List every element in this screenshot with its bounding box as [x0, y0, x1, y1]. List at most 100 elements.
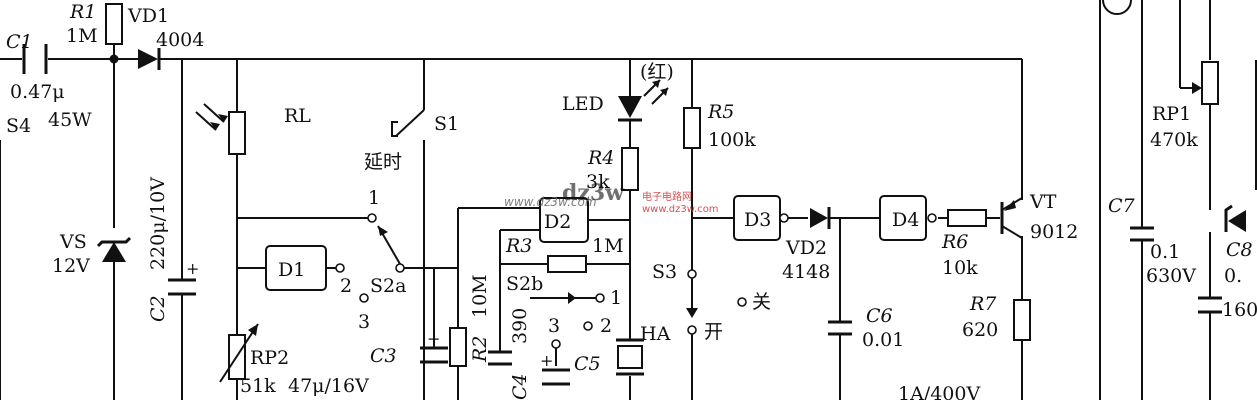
label-vt-value: 9012 — [1030, 221, 1078, 243]
label-c1-value: 0.47μ — [10, 81, 65, 103]
label-r1-value: 1M — [66, 25, 98, 47]
label-c7-value1: 0.1 — [1150, 241, 1180, 263]
switch-s1 — [391, 109, 425, 137]
label-s2b-3: 3 — [548, 315, 560, 337]
label-s2b-2: 2 — [600, 315, 612, 337]
label-d3: D3 — [744, 209, 771, 231]
watermark-site: www.dz3w.com — [504, 195, 597, 209]
label-s3: S3 — [652, 261, 677, 283]
label-r6: R6 — [941, 231, 968, 253]
label-r1: R1 — [69, 1, 96, 23]
label-s4-value: 45W — [48, 109, 92, 131]
label-s2a-3: 3 — [358, 311, 370, 333]
capacitor-c2: + — [168, 259, 199, 296]
label-s2b-1: 1 — [610, 287, 622, 309]
watermark-logo: dz3w — [562, 180, 625, 206]
label-c8: C8 — [1226, 239, 1253, 261]
svg-text:R1: R1 — [69, 1, 96, 23]
label-r2: R2 — [469, 336, 491, 363]
label-ha: HA — [640, 323, 671, 345]
label-r5-value: 100k — [708, 129, 756, 151]
label-s2a-1: 1 — [368, 187, 380, 209]
label-r6-value: 10k — [942, 257, 978, 279]
label-s2a: S2a — [370, 275, 406, 297]
label-r4-value: 3k — [586, 171, 610, 193]
label-c2-value: 220μ/10V — [147, 177, 169, 270]
label-c7-value2: 630V — [1146, 265, 1196, 287]
resistor-r2 — [449, 327, 467, 367]
meter-symbol — [1102, 0, 1132, 15]
capacitor-c5: + — [540, 351, 570, 386]
label-d1: D1 — [278, 259, 305, 281]
capacitor-c3: + — [420, 329, 448, 364]
label-c8-value1: 0. — [1224, 265, 1242, 287]
label-d4: D4 — [892, 209, 919, 231]
label-c6-value: 0.01 — [862, 329, 904, 351]
label-vs: VS — [59, 231, 87, 253]
label-vt: VT — [1029, 191, 1057, 213]
label-vs-value: 12V — [52, 255, 90, 277]
component-labels: R1 1M VD1 4004 C1 0.47μ S4 45W VS 12V 22… — [6, 1, 1257, 405]
label-d2: D2 — [544, 211, 571, 233]
label-on: 开 — [704, 321, 723, 343]
label-vd2-value: 4148 — [782, 261, 830, 283]
capacitor-c1 — [22, 44, 48, 74]
diode-vd1 — [138, 48, 161, 70]
resistor-r1 — [105, 3, 123, 45]
label-rp1: RP1 — [1152, 103, 1191, 125]
label-c6: C6 — [866, 305, 893, 327]
label-rp2: RP2 — [250, 347, 289, 369]
label-r2-value: 10M — [469, 274, 491, 318]
zener-vs — [96, 236, 132, 262]
photoresistor-rl — [195, 103, 246, 155]
label-vd1: VD1 — [127, 5, 169, 27]
label-rp1-value: 470k — [1150, 129, 1198, 151]
watermark-brand: 电子电路网 — [642, 190, 692, 203]
resistor-r7 — [1013, 299, 1031, 341]
label-r3: R3 — [505, 235, 532, 257]
capacitor-c6 — [828, 320, 852, 336]
label-s4: S4 — [6, 115, 31, 137]
label-vd2: VD2 — [785, 237, 827, 259]
svg-text:+: + — [427, 329, 440, 348]
switch-s2a — [359, 213, 405, 303]
diode-c8-area — [1198, 204, 1246, 314]
label-c3: C3 — [370, 345, 397, 367]
capacitor-c4 — [488, 350, 512, 366]
diode-vd2 — [810, 207, 831, 229]
resistor-r6 — [947, 209, 987, 227]
gate-d2 — [539, 197, 589, 243]
label-bottom-value: 1A/400V — [898, 383, 980, 400]
label-rl: RL — [284, 105, 311, 127]
label-c1: C1 — [6, 31, 33, 53]
resistor-r5 — [683, 107, 701, 149]
resistor-r3 — [547, 255, 587, 273]
label-c8-value2: 160 — [1222, 299, 1257, 321]
label-off: 关 — [752, 291, 771, 313]
gate-d3 — [733, 195, 789, 241]
watermark: www.dz3w.com dz3w 电子电路网 www.dz3w.com — [504, 180, 719, 215]
label-red: (红) — [640, 61, 674, 83]
label-c4-value: 390 — [509, 308, 531, 344]
label-c2: C2 — [147, 295, 169, 322]
label-s2b: S2b — [506, 273, 543, 295]
label-c7: C7 — [1108, 195, 1136, 217]
transistor-vt — [1000, 197, 1023, 239]
svg-text:+: + — [186, 259, 199, 278]
potentiometer-rp2 — [219, 323, 259, 383]
label-delay: 延时 — [364, 151, 402, 173]
svg-text:+: + — [540, 351, 553, 370]
label-s1: S1 — [434, 113, 459, 135]
label-c5: C5 — [574, 353, 601, 375]
label-c4: C4 — [509, 373, 531, 400]
capacitor-c7 — [1130, 226, 1154, 242]
buzzer-ha — [616, 338, 644, 376]
label-r7-value: 620 — [962, 319, 998, 341]
junction-dot — [109, 54, 119, 64]
switch-s2b — [551, 292, 605, 349]
resistor-r4 — [621, 147, 639, 191]
label-vd1-value: 4004 — [156, 29, 204, 51]
gate-d1 — [265, 245, 345, 291]
